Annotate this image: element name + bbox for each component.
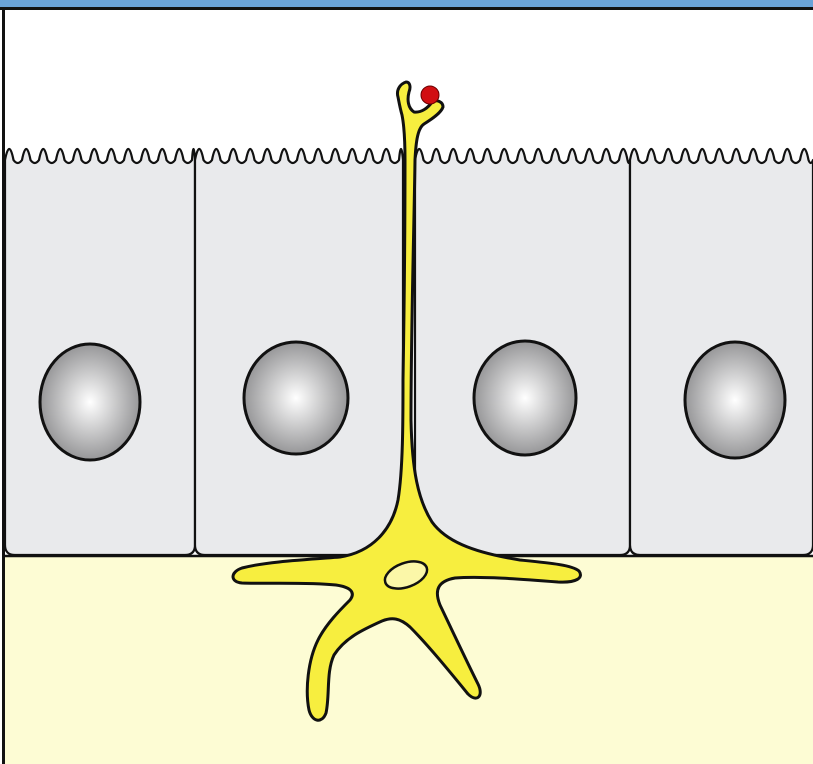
cell-nucleus [474, 341, 576, 455]
cell-nucleus [685, 342, 785, 458]
frame-top [0, 0, 813, 8]
antigen-particle [421, 86, 439, 104]
frame-top-edge [0, 7, 813, 10]
cell-nucleus [40, 344, 140, 460]
cell-nucleus [244, 342, 348, 454]
